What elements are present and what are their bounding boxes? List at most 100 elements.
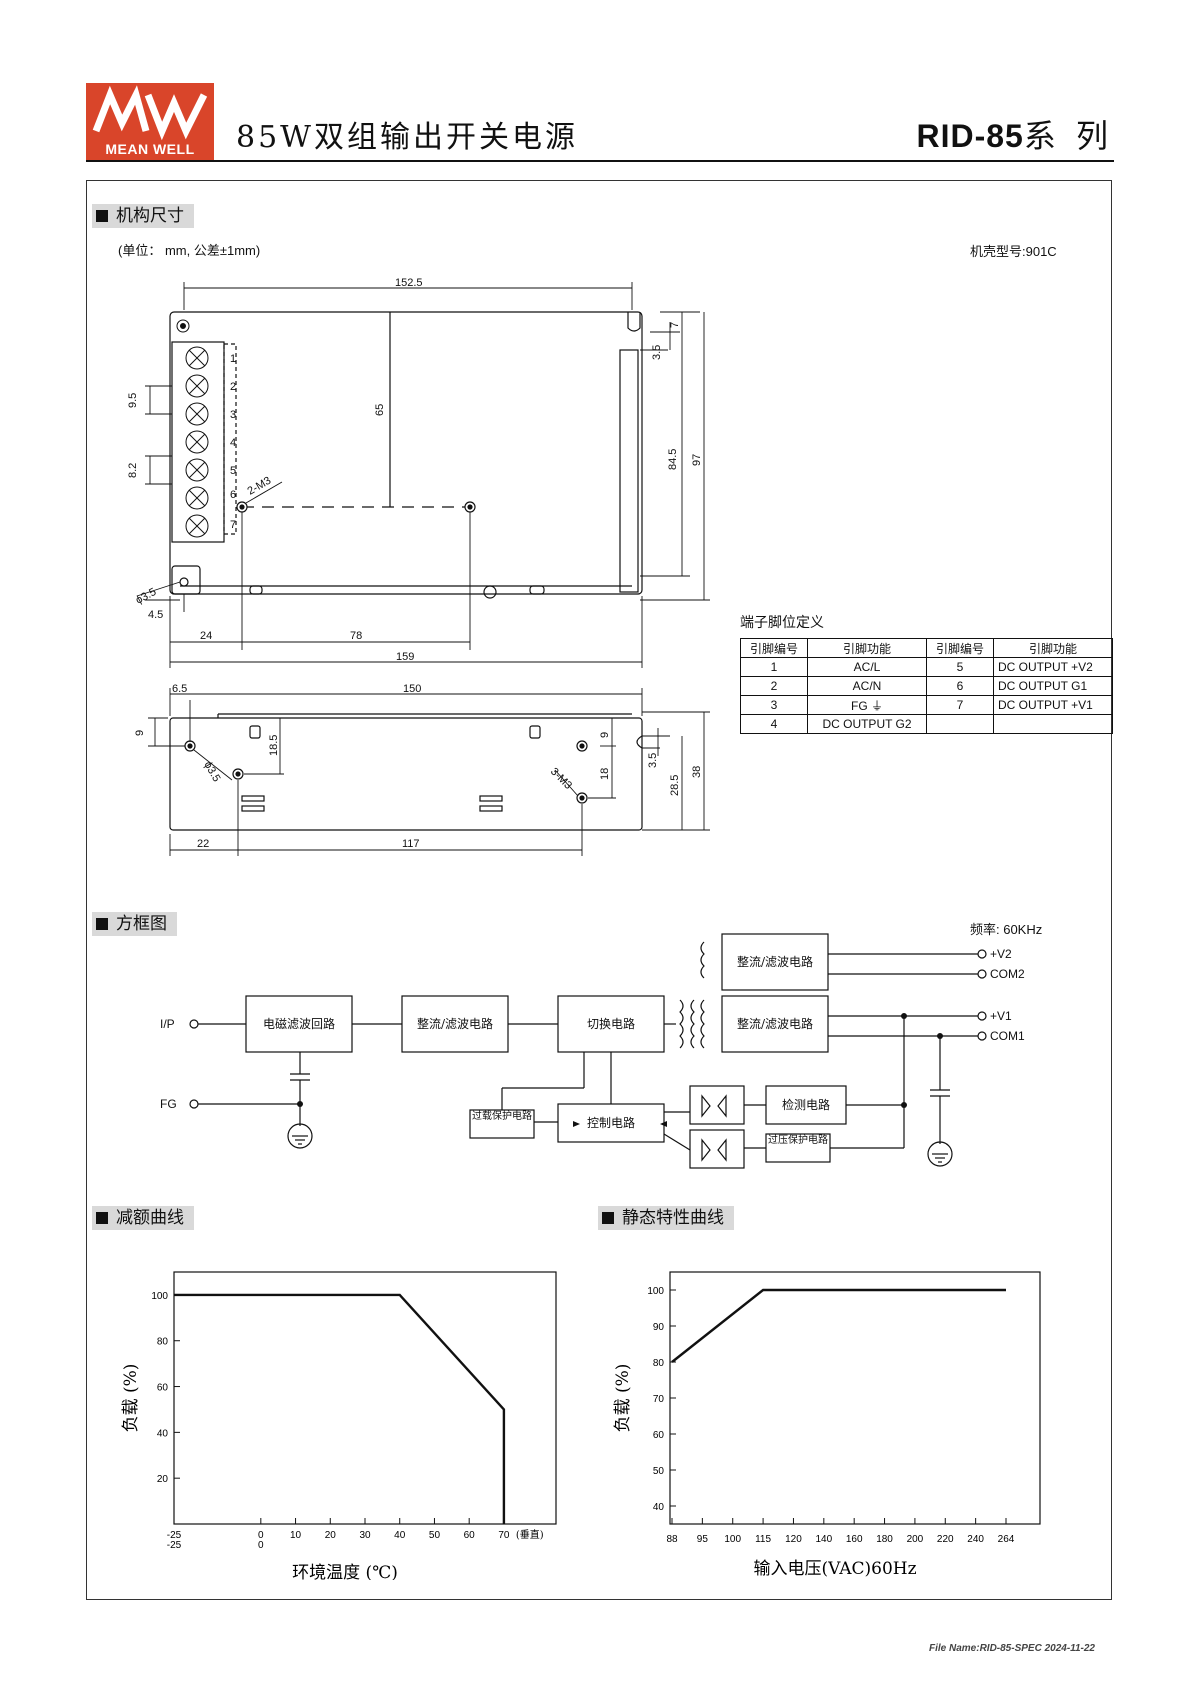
dim-78: 78 xyxy=(350,630,362,642)
bd-out-com1: COM1 xyxy=(990,1029,1025,1043)
bd-detect: 检测电路 xyxy=(782,1097,830,1112)
dim-3-m3: 3-M3 xyxy=(548,766,574,792)
bd-olp: 过载保护电路 xyxy=(472,1111,532,1122)
terminal-screws xyxy=(176,319,209,538)
dim-97: 97 xyxy=(691,454,703,466)
mw-logo-icon xyxy=(92,85,208,141)
terminal-numbers: 1 2 3 4 5 6 7 xyxy=(230,353,236,531)
bd-ip: I/P xyxy=(160,1017,175,1031)
col-pin-no-2: 引脚编号 xyxy=(926,638,994,658)
block-diagram: I/P FG +V2 COM2 +V1 COM1 频率: 60KHz 电磁滤波回… xyxy=(160,922,1042,1169)
bd-control: 控制电路 xyxy=(587,1115,635,1130)
cell xyxy=(926,714,994,734)
terminal-number-7: 7 xyxy=(230,519,236,531)
section-static: 静态特性曲线 xyxy=(598,1206,734,1230)
table-row: 3 FG ⏚ 7 DC OUTPUT +V1 xyxy=(740,695,1113,715)
rect-v2-block xyxy=(721,933,829,991)
heatsink-bar xyxy=(619,349,639,593)
bullet-square-icon xyxy=(602,1212,614,1224)
dim-side-3-5: 3.5 xyxy=(647,753,659,768)
dim-side-9: 9 xyxy=(599,732,611,738)
y-tick-label: 80 xyxy=(653,1358,665,1369)
cell: FG ⏚ xyxy=(807,695,927,715)
section-derating: 减额曲线 xyxy=(92,1206,194,1230)
terminal-number-4: 4 xyxy=(230,437,236,449)
bd-emi: 电磁滤波回路 xyxy=(263,1016,335,1031)
dim-159: 159 xyxy=(396,651,414,663)
x-tick-label: 180 xyxy=(876,1534,893,1545)
x-tick-label: 200 xyxy=(907,1534,924,1545)
rect-v1-block xyxy=(721,995,829,1053)
bd-rect-in: 整流/滤波电路 xyxy=(417,1016,493,1031)
dim-4-5: 4.5 xyxy=(148,609,163,621)
plot-frame xyxy=(669,1271,1041,1525)
cell: AC/N xyxy=(807,676,927,696)
section-block-diagram: 方框图 xyxy=(92,912,177,936)
dim-3-5: 3.5 xyxy=(651,345,663,360)
dim-side-phi-3-5: ϕ3.5 xyxy=(201,760,222,785)
x-tick-label: 40 xyxy=(394,1530,406,1541)
opto-1 xyxy=(689,1085,745,1125)
cell: 4 xyxy=(740,714,808,734)
dim-150: 150 xyxy=(403,683,421,695)
cell xyxy=(993,714,1113,734)
y-tick-label: 100 xyxy=(647,1286,664,1297)
pin-table-title: 端子脚位定义 xyxy=(740,615,824,631)
opto-2 xyxy=(689,1129,745,1169)
x-tick-label: 10 xyxy=(290,1530,302,1541)
x-tick-label: 220 xyxy=(937,1534,954,1545)
y-tick-label: 60 xyxy=(157,1383,169,1394)
dim-18-5: 18.5 xyxy=(268,735,280,756)
x-tick-label: 30 xyxy=(359,1530,371,1541)
y-tick-label: 80 xyxy=(157,1337,169,1348)
x-tick-sublabel: 0 xyxy=(258,1540,264,1551)
x-tick-label: 240 xyxy=(967,1534,984,1545)
x-tick-label: 264 xyxy=(998,1534,1015,1545)
col-pin-no: 引脚编号 xyxy=(740,638,808,658)
terminal-block xyxy=(171,341,225,543)
dim-28-5: 28.5 xyxy=(669,775,681,796)
terminal-cover xyxy=(223,343,237,535)
brand-name: MEAN WELL xyxy=(105,141,195,157)
terminal-number-5: 5 xyxy=(230,465,236,477)
dim-6-5: 6.5 xyxy=(172,683,187,695)
page-title: 85W双组输出开关电源 xyxy=(236,120,579,155)
dim-18: 18 xyxy=(599,768,611,780)
bd-ovp: 过压保护电路 xyxy=(768,1135,828,1146)
x-tick-label: 70 xyxy=(498,1530,510,1541)
x-axis-label: 输入电压(VAC)60Hz xyxy=(753,1559,916,1579)
bd-out-v1: +V1 xyxy=(990,1009,1012,1023)
series-title: RID-85系 列 xyxy=(916,111,1113,157)
bullet-square-icon xyxy=(96,918,108,930)
y-tick-label: 90 xyxy=(653,1322,665,1333)
header-rule xyxy=(86,160,1114,162)
x-tick-label: 140 xyxy=(815,1534,832,1545)
y-tick-label: 20 xyxy=(157,1474,169,1485)
section-label: 静态特性曲线 xyxy=(622,1208,724,1228)
terminal-number-6: 6 xyxy=(230,489,236,501)
top-view-drawing: 152.5 65 7 3.5 84.5 97 9.5 8.2 2-M3 ϕ3.5… xyxy=(127,277,710,856)
col-pin-func-2: 引脚功能 xyxy=(993,638,1113,658)
cell: 6 xyxy=(926,676,994,696)
x-tick-label: -25 xyxy=(167,1530,182,1541)
bd-rect-v2: 整流/滤波电路 xyxy=(737,954,813,969)
bd-out-v2: +V2 xyxy=(990,947,1012,961)
y-tick-label: 70 xyxy=(653,1394,665,1405)
emi-block xyxy=(245,995,353,1053)
mean-well-logo: MEAN WELL xyxy=(86,83,214,161)
chassis-outline xyxy=(169,311,643,595)
bullet-square-icon xyxy=(96,210,108,222)
cell: AC/L xyxy=(807,657,927,677)
cell: 3 xyxy=(740,695,808,715)
dim-phi-3-5: ϕ3.5 xyxy=(134,586,159,607)
section-mechanical: 机构尺寸 xyxy=(92,204,194,228)
section-label: 方框图 xyxy=(116,914,167,934)
dim-65: 65 xyxy=(374,404,386,416)
y-tick-label: 40 xyxy=(157,1428,169,1439)
content-frame xyxy=(86,180,1112,1600)
x-tick-label: 95 xyxy=(697,1534,709,1545)
side-view-drawing xyxy=(169,713,643,831)
plot-frame xyxy=(173,1271,557,1525)
